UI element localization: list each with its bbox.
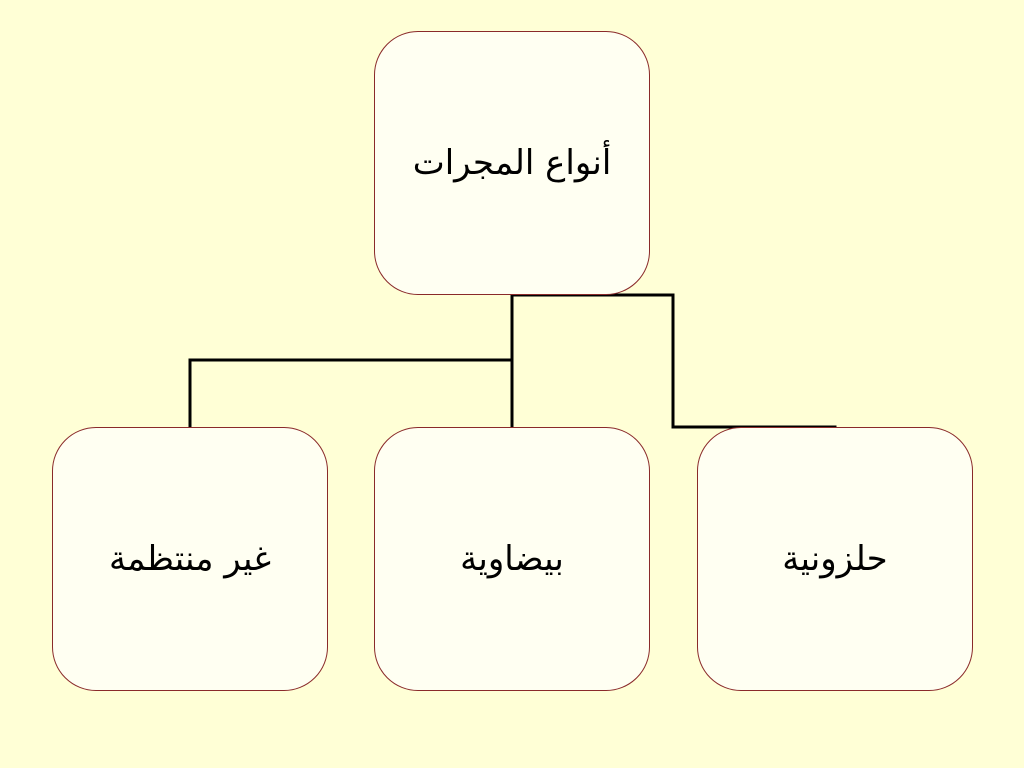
child-node-irregular-label: غير منتظمة (108, 538, 272, 579)
child-node-spiral: حلزونية (697, 427, 973, 691)
child-node-elliptical-label: بيضاوية (460, 538, 564, 579)
child-node-elliptical: بيضاوية (374, 427, 650, 691)
child-node-spiral-label: حلزونية (782, 538, 888, 579)
root-node-galaxy-types: أنواع المجرات (374, 31, 650, 295)
connector-root-to-right (510, 293, 837, 429)
root-node-label: أنواع المجرات (412, 142, 612, 183)
child-node-irregular: غير منتظمة (52, 427, 328, 691)
connector-root-to-left (188, 293, 514, 429)
